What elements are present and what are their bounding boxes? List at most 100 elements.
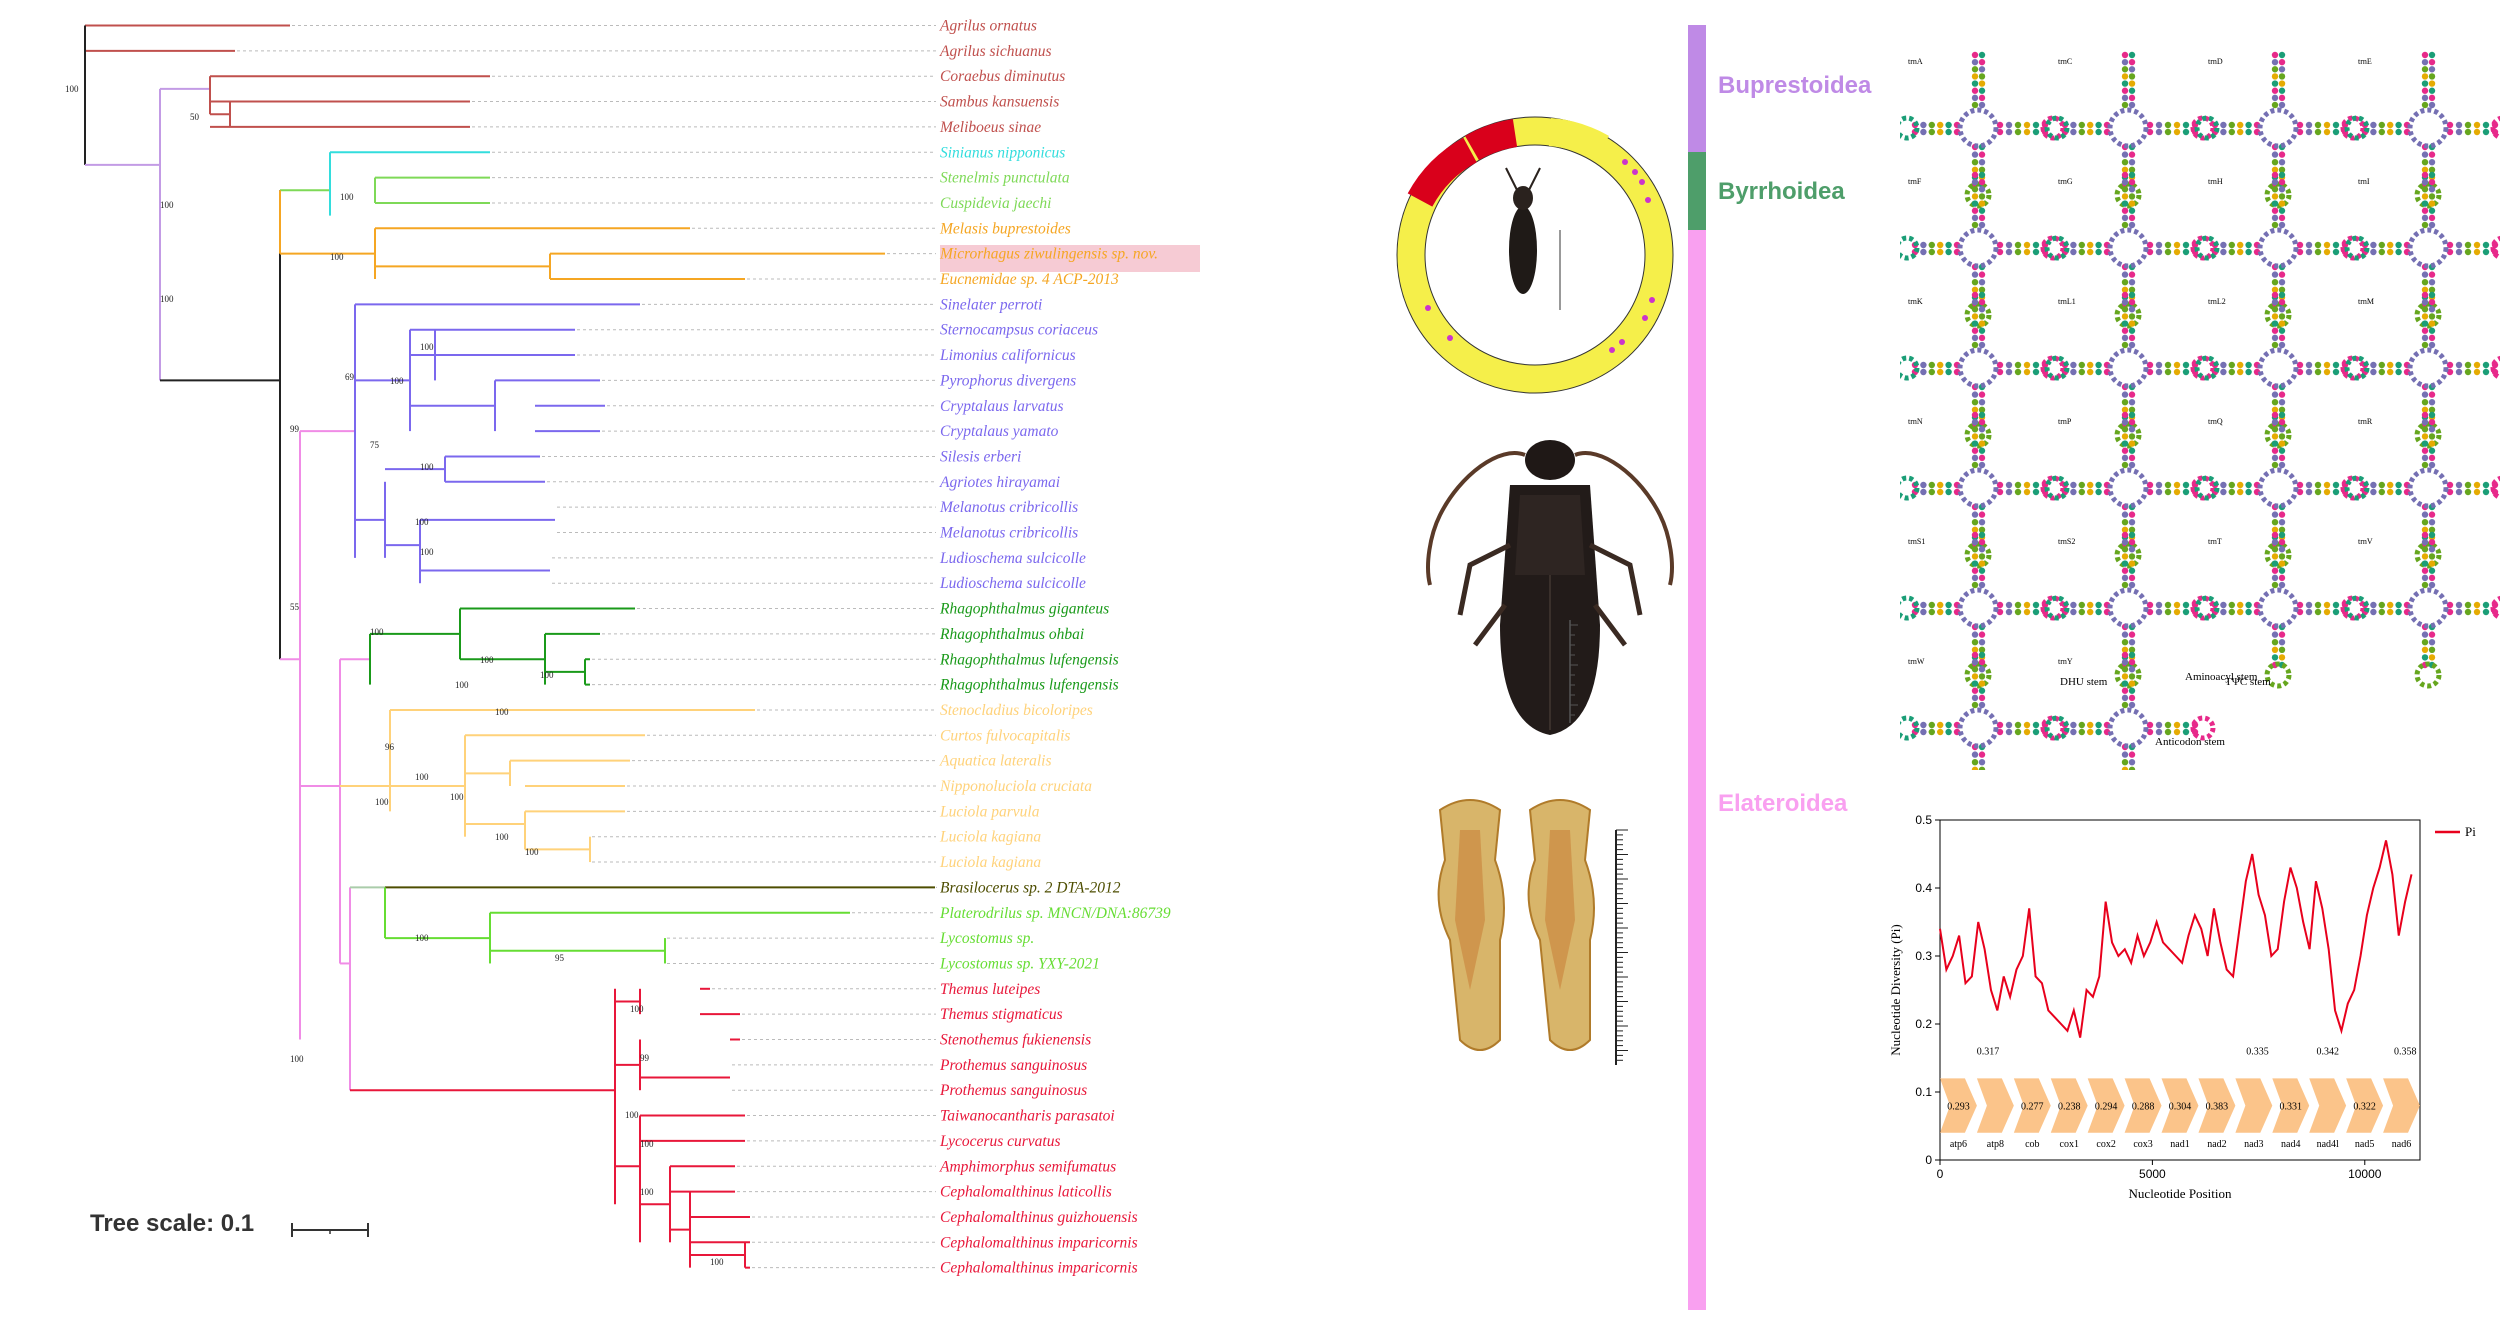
nucleotide — [2314, 248, 2322, 256]
nucleotide — [1971, 553, 1979, 560]
nucleotide — [2095, 728, 2102, 736]
nucleotide — [2314, 481, 2322, 489]
nucleotide — [2121, 306, 2129, 313]
trna-loop — [2107, 107, 2149, 149]
nucleotide — [2078, 728, 2085, 736]
new-species-highlight — [940, 245, 1200, 272]
nucleotide — [2332, 248, 2340, 256]
trna-structure: trnY — [2044, 651, 2216, 770]
nucleotide — [1978, 271, 1986, 278]
nucleotide — [1937, 121, 1944, 129]
nucleotide — [2271, 553, 2279, 560]
nucleotide — [2332, 241, 2340, 249]
nucleotide — [2278, 461, 2286, 469]
nucleotide — [2128, 221, 2136, 229]
nucleotide — [2032, 721, 2040, 729]
nucleotide — [2220, 488, 2227, 496]
trna-loop — [2190, 715, 2216, 741]
taxon-label: Rhagophthalmus ohbai — [939, 626, 1084, 643]
nucleotide — [2173, 488, 2181, 496]
nucleotide — [2121, 406, 2129, 413]
nucleotide — [2146, 241, 2154, 249]
taxon-label: Sternocampsus coriaceus — [940, 322, 1098, 339]
nucleotide — [1920, 721, 1927, 729]
trna-loop — [2490, 475, 2500, 501]
nucleotide — [2271, 526, 2279, 533]
nucleotide — [2228, 608, 2235, 616]
trna-loop — [1900, 115, 1920, 141]
nucleotide — [2421, 567, 2429, 574]
nucleotide — [2378, 241, 2385, 249]
nucleotide — [2237, 361, 2244, 369]
taxon-label: Curtos fulvocapitalis — [940, 727, 1070, 744]
trna-loop — [2344, 595, 2370, 621]
nucleotide — [1920, 488, 1927, 496]
nucleotide — [2278, 101, 2286, 109]
nucleotide — [1920, 128, 1927, 136]
nucleotide — [2128, 207, 2136, 214]
nucleotide — [2296, 601, 2304, 609]
nucleotide — [1978, 178, 1986, 186]
nucleotide — [1928, 121, 1935, 129]
nucleotide — [2278, 639, 2286, 646]
nucleotide — [2121, 418, 2129, 426]
trna-loop — [2107, 587, 2149, 629]
nucleotide — [1945, 488, 1952, 496]
nucleotide — [1937, 248, 1944, 256]
bootstrap-value: 95 — [555, 953, 565, 963]
nucleotide — [2014, 128, 2022, 136]
bootstrap-value: 100 — [340, 192, 354, 202]
nucleotide — [1978, 221, 1986, 229]
nucleotide — [2428, 58, 2436, 66]
nucleotide — [2155, 248, 2163, 256]
trna-label: trnR — [2358, 417, 2373, 426]
bootstrap-value: 100 — [390, 376, 404, 386]
nucleotide — [2323, 248, 2331, 256]
nucleotide — [2455, 241, 2463, 249]
nucleotide — [2473, 121, 2481, 129]
nucleotide — [2278, 193, 2286, 200]
nucleotide — [2128, 291, 2136, 299]
nucleotide — [2245, 128, 2252, 136]
nucleotide — [2005, 608, 2013, 616]
nucleotide — [1996, 241, 2004, 249]
nucleotide — [2128, 193, 2136, 200]
nucleotide — [2128, 391, 2136, 398]
nucleotide — [2245, 361, 2252, 369]
bootstrap-value: 100 — [160, 294, 174, 304]
trna-loop — [2407, 227, 2449, 269]
nucleotide — [2428, 574, 2436, 582]
nucleotide — [2032, 128, 2040, 136]
nucleotide — [2173, 361, 2181, 369]
nucleotide — [2032, 368, 2040, 376]
nucleotide — [2005, 368, 2013, 376]
trna-loop — [2340, 235, 2366, 261]
nucleotide — [2237, 601, 2244, 609]
nucleotide — [2121, 567, 2129, 574]
nucleotide — [2278, 159, 2286, 166]
nucleotide — [2464, 488, 2472, 496]
bootstrap-value: 100 — [420, 342, 434, 352]
bootstrap-value: 100 — [495, 707, 509, 717]
nucleotide — [2332, 128, 2340, 136]
nucleotide — [2271, 631, 2279, 638]
taxon-label: Coraebus diminutus — [940, 68, 1065, 85]
nucleotide — [2421, 94, 2429, 102]
nucleotide — [1971, 94, 1979, 102]
nucleotide — [2278, 519, 2286, 526]
nucleotide — [2314, 241, 2322, 249]
nucleotide — [2173, 608, 2181, 616]
bootstrap-value: 100 — [640, 1139, 654, 1149]
taxon-label: Lycocerus curvatus — [939, 1133, 1061, 1150]
nucleotide — [2428, 560, 2436, 567]
nucleotide — [2128, 186, 2136, 193]
nucleotide — [2121, 411, 2129, 419]
nucleotide — [1971, 334, 1979, 342]
nucleotide — [1978, 666, 1986, 673]
nucleotide — [2014, 488, 2022, 496]
nucleotide — [2387, 608, 2394, 616]
trna-loop — [1964, 421, 1992, 449]
nucleotide — [2228, 488, 2235, 496]
nucleotide — [2121, 680, 2129, 687]
